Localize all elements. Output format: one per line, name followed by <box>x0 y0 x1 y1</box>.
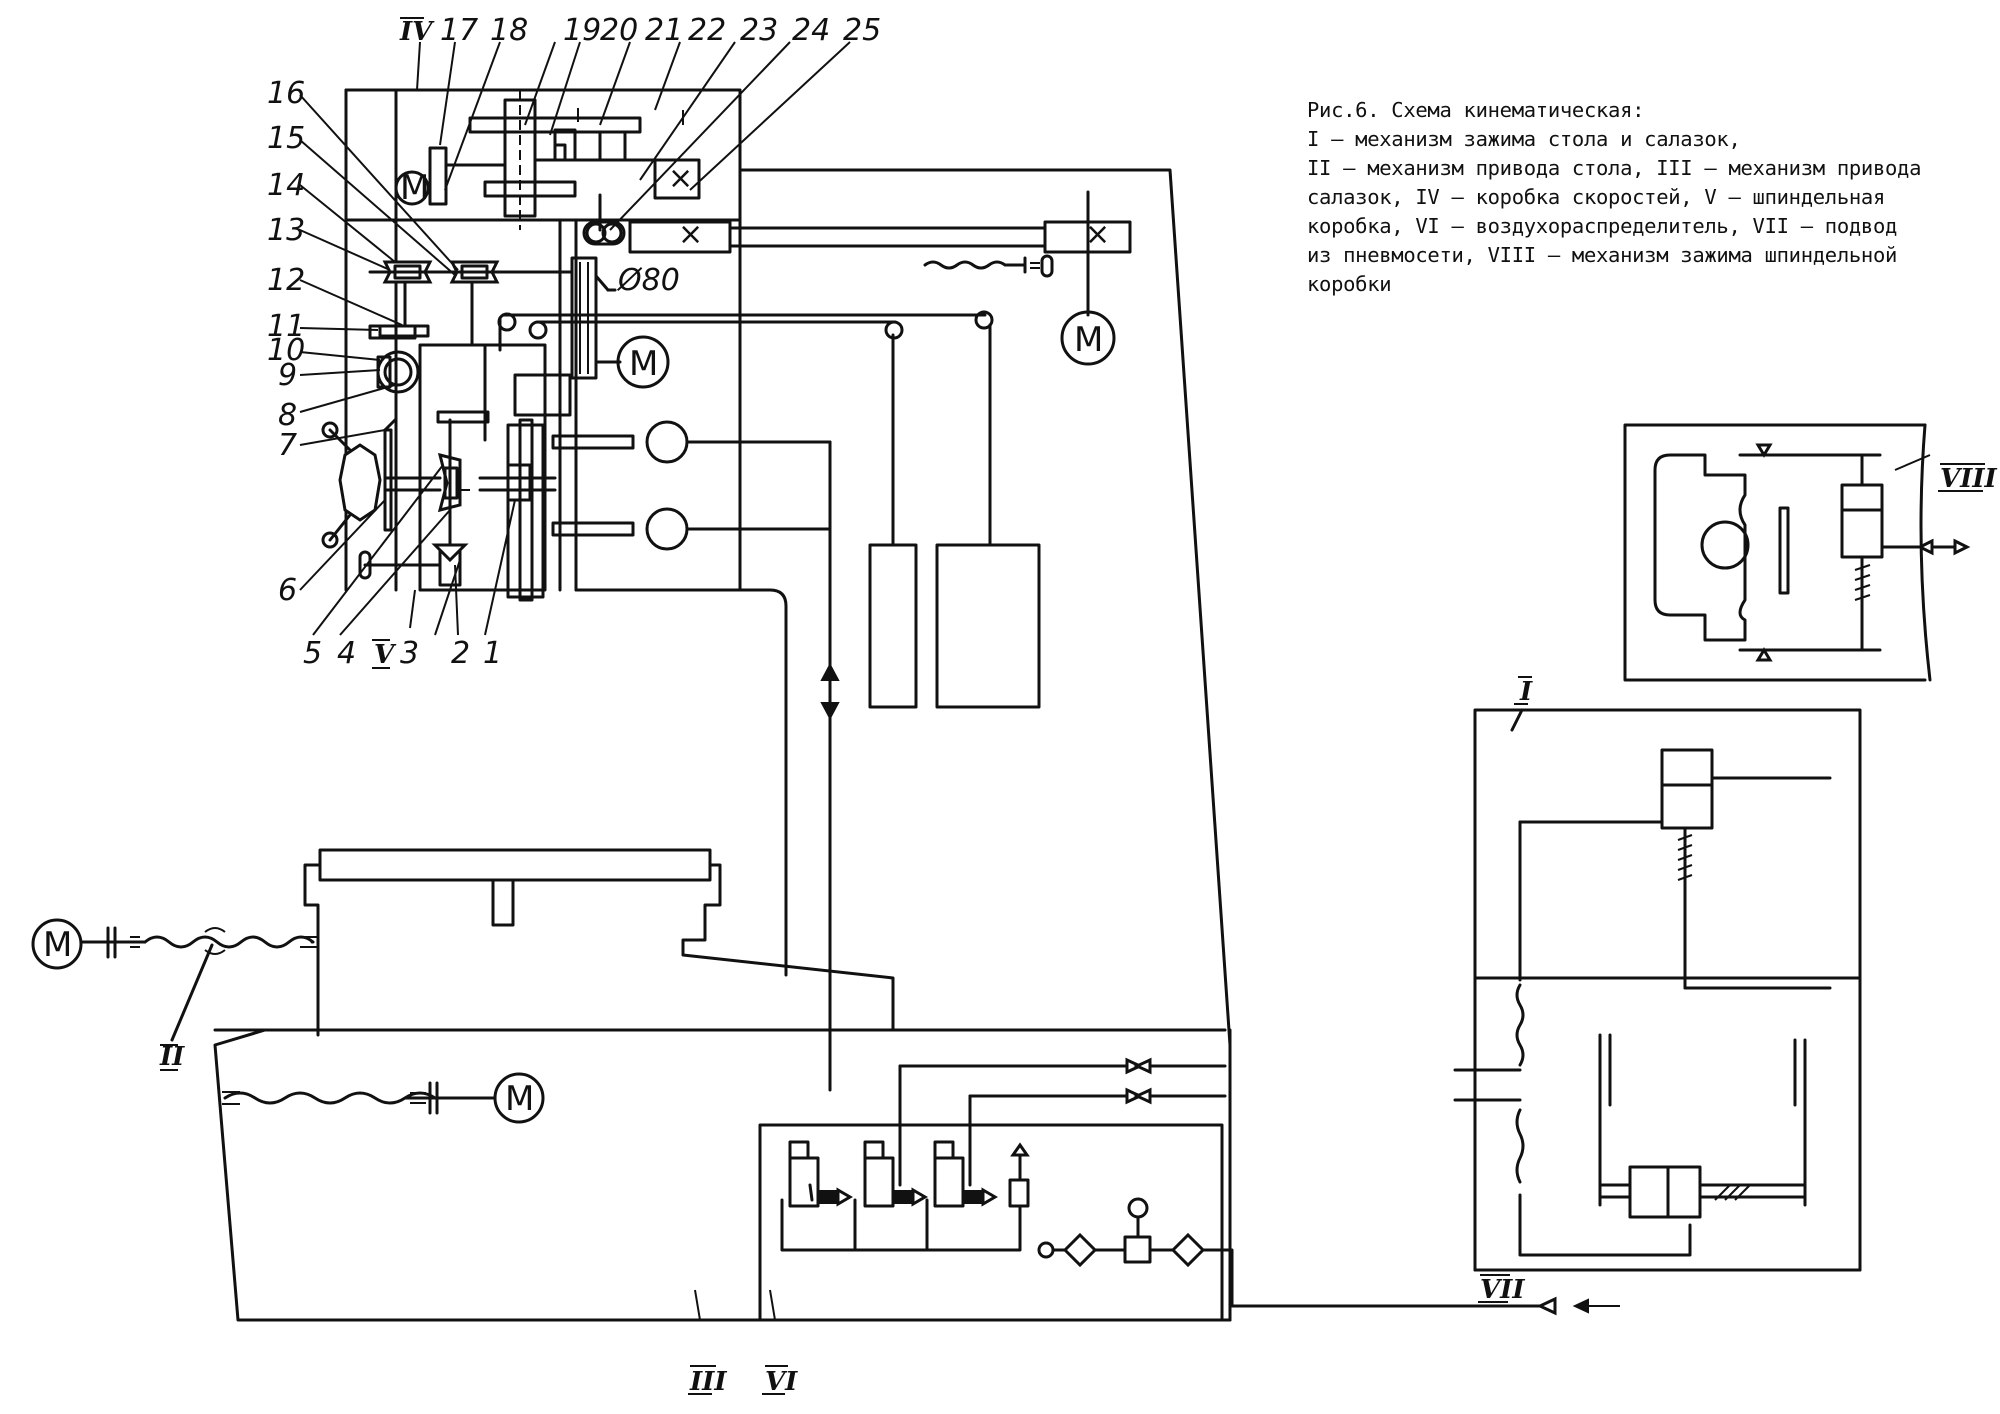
caption-title: Рис.6. Схема кинематическая: <box>1307 98 1645 122</box>
part-label-6: 6 <box>278 573 297 608</box>
part-label-2: 2 <box>451 636 470 671</box>
caption-line: II – механизм привода стола, III – механ… <box>1307 156 1922 180</box>
assembly-label-v: V <box>374 640 397 670</box>
assembly-label-vi: VI <box>765 1367 798 1397</box>
solenoid-valve-3 <box>933 1140 998 1208</box>
part-label-12: 12 <box>267 263 305 298</box>
part-label-25: 25 <box>843 13 881 48</box>
cross-mark: × <box>668 161 693 196</box>
part-label-21: 21 <box>645 13 683 48</box>
motor-label: M <box>1074 320 1103 360</box>
part-label-16: 16 <box>267 76 305 111</box>
leader-lines <box>299 41 851 1321</box>
assembly-label-iv: IV <box>399 17 435 47</box>
solenoid-valve-1 <box>788 1140 853 1208</box>
clamp-mechanism-i-lower <box>1453 976 1862 1272</box>
motor-label: M <box>505 1079 534 1119</box>
belt-drive-spindle: × × <box>582 190 1132 317</box>
pulley-d80: M Ø80 <box>570 256 680 389</box>
part-label-17: 17 <box>440 13 478 48</box>
counterweight-cables <box>497 310 1041 709</box>
part-number-labels: 1 2 3 4 5 6 7 8 9 10 11 12 13 14 15 16 1… <box>267 13 881 671</box>
pulley-diameter-label: Ø80 <box>616 263 680 298</box>
part-label-5: 5 <box>303 636 322 671</box>
part-label-14: 14 <box>267 168 305 203</box>
part-label-23: 23 <box>740 13 778 48</box>
part-label-15: 15 <box>267 121 305 156</box>
assembly-label-ii: II <box>159 1042 185 1072</box>
part-label-20: 20 <box>600 13 638 48</box>
slide-saddle <box>213 1028 1232 1322</box>
cross-mark: × <box>678 217 703 252</box>
caption-line: коробки <box>1307 272 1392 296</box>
assembly-label-viii: VIII <box>1940 464 1997 494</box>
part-label-19: 19 <box>563 13 601 48</box>
part-label-7: 7 <box>278 428 297 463</box>
part-label-8: 8 <box>278 398 297 433</box>
slide-drive-iii: M <box>222 1072 545 1124</box>
gear-stack-left <box>368 260 574 442</box>
part-label-13: 13 <box>267 213 305 248</box>
spindle-box-v <box>321 324 572 602</box>
caption-line: салазок, IV – коробка скоростей, V – шпи… <box>1307 185 1886 209</box>
part-label-4: 4 <box>337 636 356 671</box>
motor-label: M <box>43 925 72 965</box>
caption-line: I – механизм зажима стола и салазок, <box>1307 127 1741 151</box>
motor-label: M <box>400 168 429 208</box>
caption-line: из пневмосети, VIII – механизм зажима шп… <box>1307 243 1898 267</box>
part-label-9: 9 <box>278 358 297 393</box>
spindle-motor: M <box>1060 310 1116 366</box>
gear-block-top: × <box>468 90 701 232</box>
work-table <box>213 848 1227 1037</box>
assembly-label-i: I <box>1519 677 1533 707</box>
part-label-24: 24 <box>792 13 830 48</box>
table-drive-ii: M <box>31 918 318 1042</box>
solenoid-valve-2 <box>863 1140 928 1208</box>
assembly-label-iii: III <box>689 1367 727 1397</box>
spindle-shaft <box>551 218 840 1092</box>
assembly-label-vii: VII <box>1480 1275 1525 1305</box>
part-label-11: 11 <box>267 309 305 344</box>
part-label-1: 1 <box>483 636 502 671</box>
machine-column <box>574 168 1232 1047</box>
clamp-mechanism-viii <box>1623 423 1971 682</box>
part-label-22: 22 <box>688 13 726 48</box>
part-label-18: 18 <box>490 13 528 48</box>
motor-label: M <box>629 344 658 384</box>
tension-screw <box>923 254 1054 278</box>
clamp-mechanism-i <box>1473 708 1862 990</box>
air-distributor-vi <box>758 1057 1620 1322</box>
part-label-10: 10 <box>267 333 305 368</box>
assembly-labels: IV V II III VI VII VIII I <box>159 17 1997 1397</box>
part-label-3: 3 <box>400 636 419 671</box>
figure-caption: Рис.6. Схема кинематическая: I – механиз… <box>1307 96 1987 299</box>
caption-line: коробка, VI – воздухораспределитель, VII… <box>1307 214 1898 238</box>
speed-box-motor: M <box>394 146 507 208</box>
